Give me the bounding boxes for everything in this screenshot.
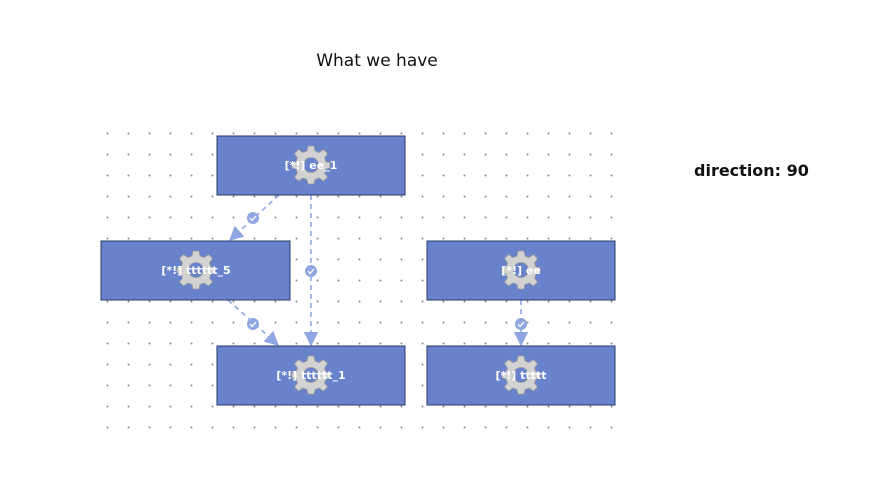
edge-ee1-to-ttttttt5[interactable] (228, 194, 280, 241)
node-ee-1[interactable]: [*!] ee_1 (216, 135, 406, 196)
check-icon (247, 318, 259, 330)
edge-ttttttt5-to-ttttttt1[interactable] (227, 299, 280, 346)
check-icon (305, 265, 317, 277)
page-title: What we have (316, 51, 438, 71)
node-label: [*!] tttttt_1 (276, 369, 345, 382)
node-ee[interactable]: [*!] ee (426, 240, 616, 301)
direction-label: direction: 90 (694, 161, 809, 180)
edge-ee-to-ttttt[interactable] (513, 300, 529, 347)
node-ttttttt-1[interactable]: [*!] tttttt_1 (216, 345, 406, 406)
check-icon (515, 318, 527, 330)
node-label: [*!] ee_1 (285, 159, 338, 172)
node-label: [*!] ttttt (496, 369, 547, 382)
node-label: [*!] ee (501, 264, 541, 277)
check-icon (247, 212, 259, 224)
node-label: [*!] tttttt_5 (161, 264, 230, 277)
node-ttttttt-5[interactable]: [*!] tttttt_5 (100, 240, 291, 301)
edge-ee1-to-ttttttt1[interactable] (303, 195, 319, 347)
node-ttttt[interactable]: [*!] ttttt (426, 345, 616, 406)
